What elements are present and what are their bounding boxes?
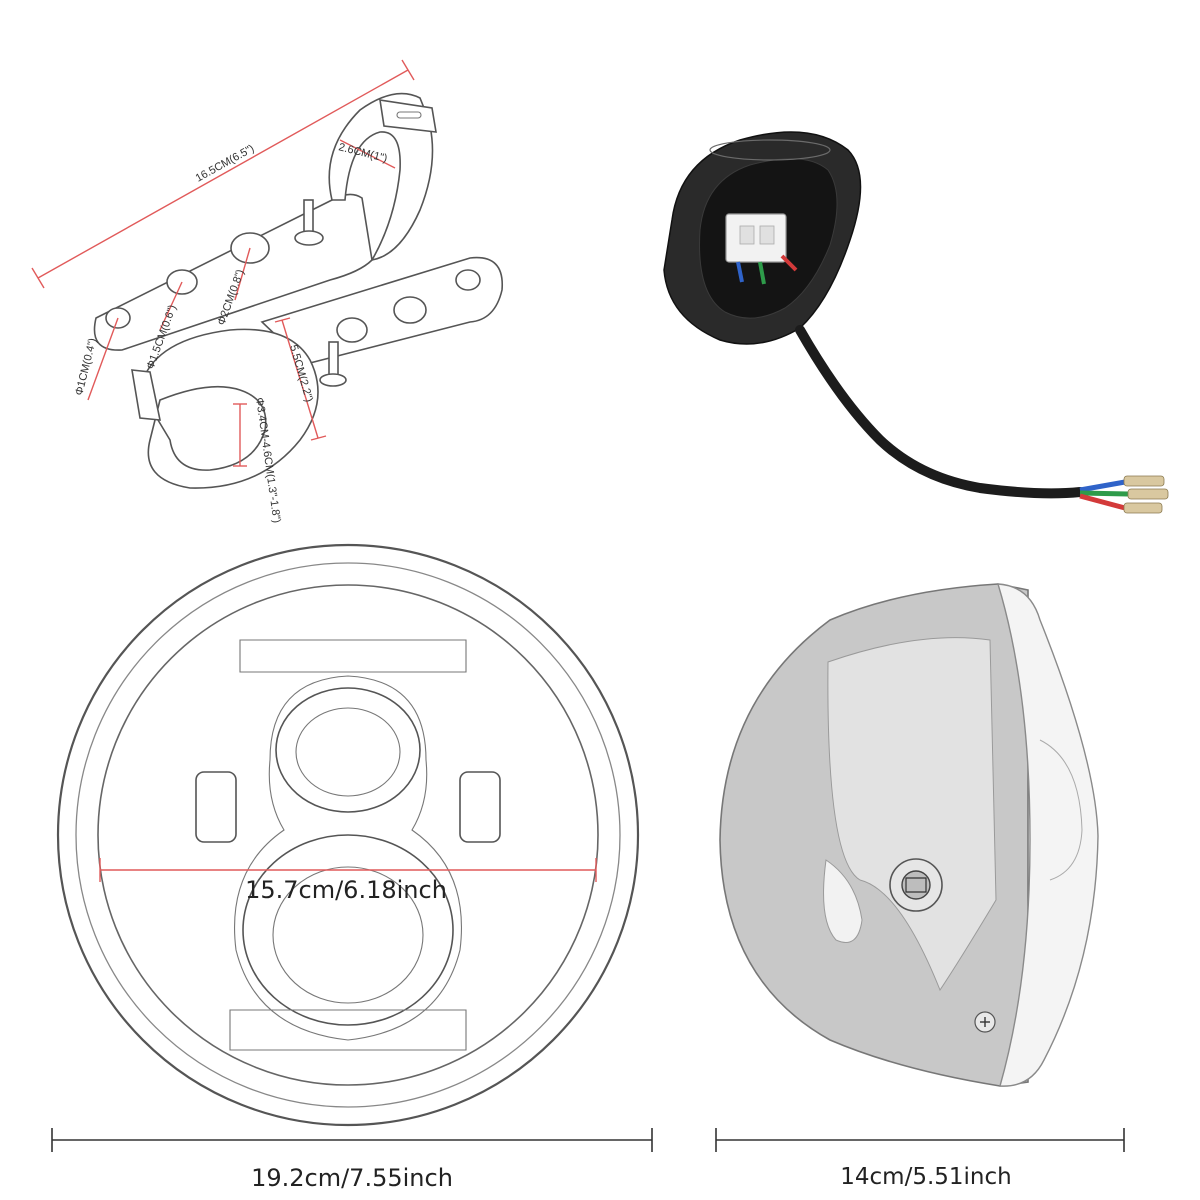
hole-medium-dim-line (159, 281, 183, 331)
small-screw-icon (974, 1011, 996, 1033)
upper-bracket-slot (396, 111, 422, 119)
length-label: 16.5CM(6.5") (194, 143, 257, 185)
lower-projector (242, 834, 454, 1026)
connector-cable (795, 325, 1085, 499)
gasket-rim-highlight (709, 139, 831, 161)
clamp-height-dim-line (281, 319, 319, 439)
shell-highlight (827, 637, 997, 992)
hole-small-dim-line (87, 317, 119, 401)
bracket-drawing: 16.5CM(6.5") 2.6CM(1") Φ2CM(0.8") Φ1.5CM… (31, 59, 503, 524)
headlight-side-drawing: 14cm/5.51inch (715, 583, 1125, 1190)
lower-bracket-tab (131, 369, 162, 421)
wire-terminal-icon (1123, 475, 1169, 514)
headlight-front-drawing: 15.7cm/6.18inch 19.2cm/7.55inch (51, 543, 653, 1192)
upper-bolt-icon (294, 199, 324, 246)
upper-bracket-clamp (328, 92, 434, 262)
upper-bracket-tab (379, 99, 437, 133)
right-side-lamp (459, 771, 501, 843)
inner-diameter-label: 15.7cm/6.18inch (245, 876, 447, 904)
lower-hole-b-icon (393, 296, 427, 324)
lower-hole-a-icon (336, 317, 368, 343)
lens-top-plate (239, 639, 467, 673)
depth-label: 14cm/5.51inch (840, 1164, 1011, 1190)
lower-bracket-clamp (139, 328, 319, 489)
length-dim-line (37, 69, 409, 279)
lower-bracket-plate (260, 256, 503, 365)
left-side-lamp (195, 771, 237, 843)
outer-diameter-label: 19.2cm/7.55inch (251, 1164, 453, 1192)
lens-bottom-plate (229, 1009, 467, 1051)
projector-housing (234, 675, 462, 1041)
connector-drawing (663, 131, 1169, 514)
hole-large-dim-line (234, 247, 251, 301)
connector-plug (725, 213, 787, 263)
mounting-bolt-icon (889, 858, 943, 912)
upper-projector (275, 687, 421, 813)
lower-hole-c-icon (455, 269, 481, 291)
slot-dim-line (339, 139, 396, 169)
lower-bolt-icon (319, 341, 347, 387)
headlight-chrome-rim (997, 583, 1099, 1087)
shell-notch (823, 859, 863, 943)
hole-small-label: Φ1CM(0.4") (73, 337, 99, 397)
